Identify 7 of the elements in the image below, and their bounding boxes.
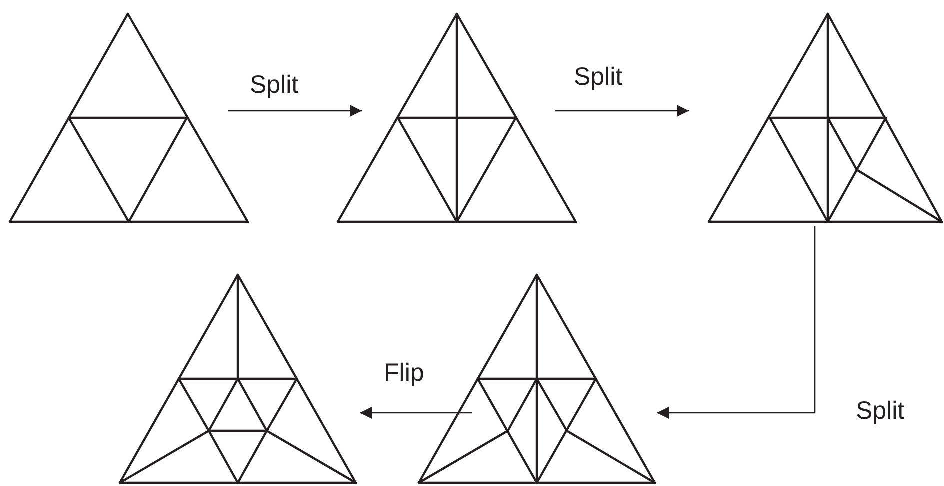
arrow (555, 105, 689, 117)
arrow (228, 105, 362, 117)
arrow (657, 226, 816, 419)
edge-label: Split (854, 398, 907, 426)
edge-label: Split (572, 64, 625, 92)
arrow (360, 407, 472, 419)
edge-label: Split (248, 72, 301, 100)
